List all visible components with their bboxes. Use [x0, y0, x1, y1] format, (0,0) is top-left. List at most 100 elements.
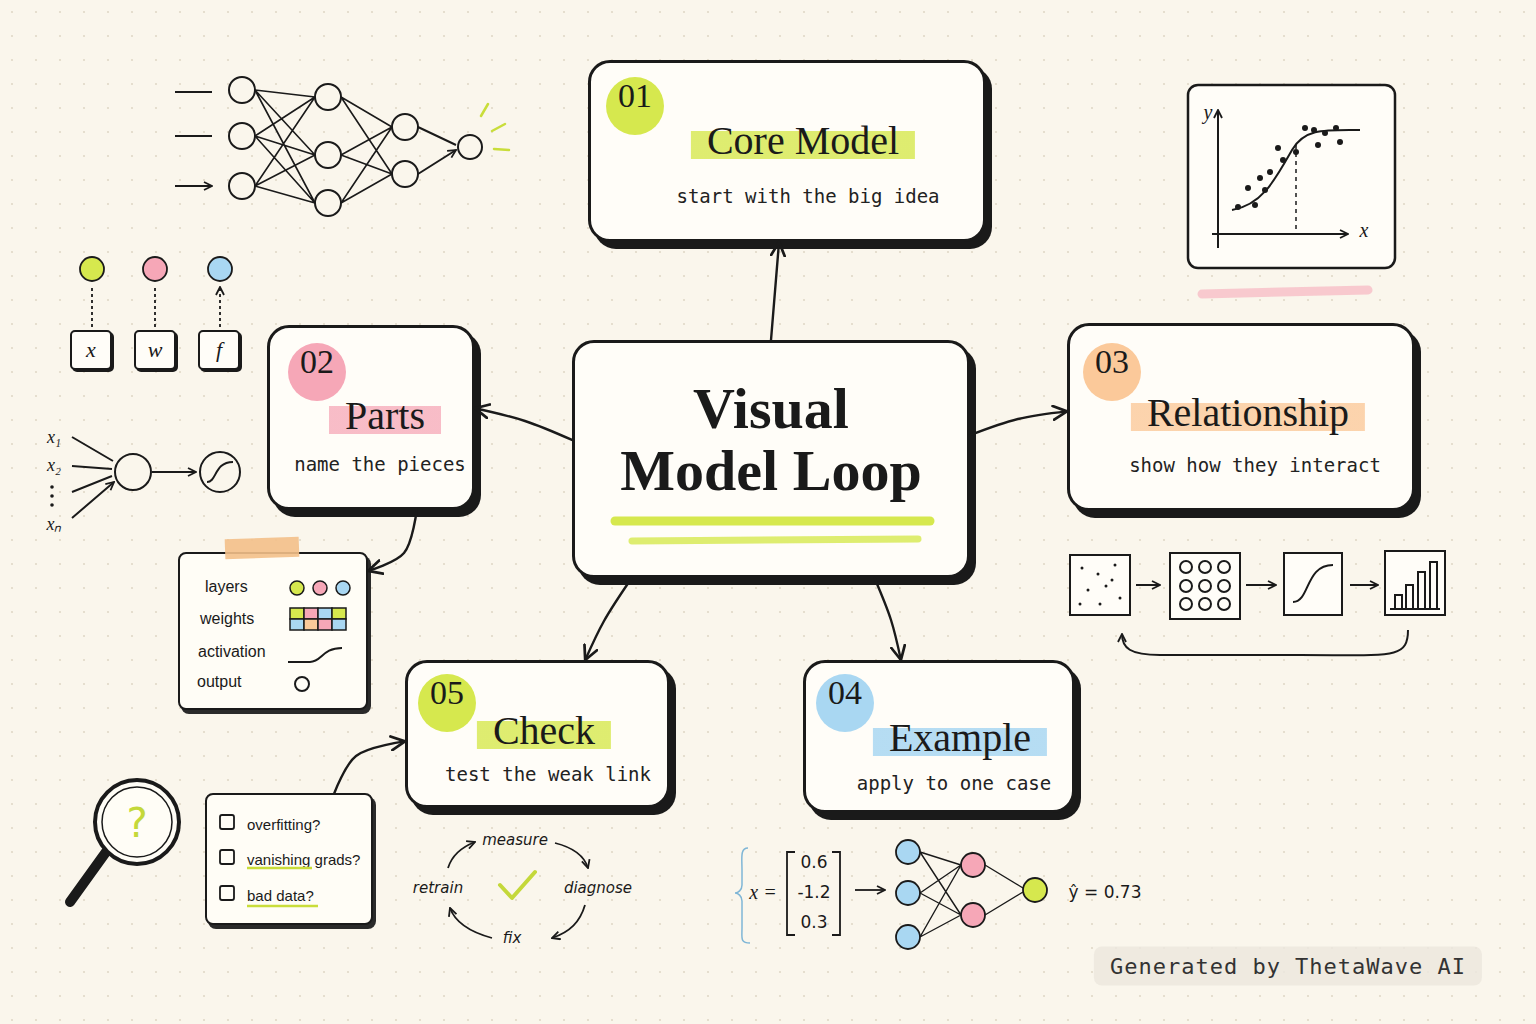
example-illustration: [961, 853, 985, 877]
neural-net-illustration: [392, 114, 418, 140]
example-illustration: [735, 848, 750, 943]
sigmoid-plot: [1235, 125, 1343, 210]
sigmoid-plot: [1302, 125, 1308, 131]
sigmoid-plot: [1333, 125, 1339, 131]
pipeline-illustration: [1199, 598, 1211, 610]
checklist-item: bad data?: [247, 887, 314, 904]
pipeline-illustration: [1136, 584, 1160, 586]
pipeline-illustration: [1119, 597, 1122, 600]
variable-outputs: [208, 257, 232, 281]
connector-arrow: [334, 741, 405, 793]
example-illustration: [896, 840, 920, 864]
step-box: 01Core Model start with the big idea: [588, 60, 986, 242]
prediction-value: ŷ = 0.73: [1069, 882, 1142, 902]
pipeline-illustration: [1180, 580, 1192, 592]
pipeline-illustration: [1218, 598, 1230, 610]
pipeline-illustration: [1114, 564, 1117, 567]
cycle-step: measure: [482, 831, 548, 849]
step-box: 04Exampleapply to one case: [803, 660, 1075, 813]
sigmoid-plot: [1315, 142, 1321, 148]
pipeline-illustration: [1122, 630, 1408, 655]
sigmoid-plot: [1275, 145, 1281, 151]
input-label: x₂: [47, 455, 61, 476]
sigmoid-plot: [1280, 157, 1286, 163]
neural-net-illustration: [175, 92, 212, 186]
connector-arrow: [771, 242, 779, 340]
step-subtitle: test the weak link: [445, 763, 651, 785]
step-subtitle: apply to one case: [857, 772, 1051, 794]
sigmoid-plot: [1188, 85, 1395, 294]
variable-outputs: [80, 257, 104, 281]
magnifier-icon: [95, 780, 179, 864]
sigmoid-plot: [1337, 139, 1343, 145]
pipeline-illustration: [1180, 561, 1192, 573]
connector-arrow: [475, 408, 572, 440]
checklist-item: overfitting?: [247, 816, 320, 833]
pipeline-illustration: [1070, 551, 1445, 655]
legend-item: layers: [205, 578, 248, 596]
pipeline-illustration: [1079, 564, 1122, 606]
step-number: 05: [418, 674, 476, 732]
pipeline-illustration: [1070, 555, 1130, 615]
pipeline-illustration: [1180, 598, 1192, 610]
neural-net-illustration: [229, 173, 255, 199]
pipeline-illustration: [1097, 573, 1100, 576]
vector-value: 0.3: [800, 912, 827, 932]
example-illustration: [735, 840, 1047, 949]
sigmoid-plot: [1235, 204, 1241, 210]
example-illustration: [832, 852, 840, 935]
example-illustration: [896, 925, 920, 949]
axis-label: y: [1204, 101, 1213, 124]
pipeline-illustration: [1081, 567, 1084, 570]
cycle-step: retrain: [413, 879, 463, 897]
neural-net-illustration: [229, 123, 255, 149]
variable-box: w: [134, 330, 176, 370]
pipeline-illustration: [1418, 572, 1425, 609]
vector-value: -1.2: [797, 882, 830, 902]
question-mark: ?: [126, 800, 147, 846]
neuron-illustration: [50, 494, 54, 498]
variable-outputs: [92, 287, 220, 327]
neural-net-illustration: [315, 142, 341, 168]
cycle-arrows: [555, 843, 588, 868]
hub-box: Visual Model Loop: [572, 340, 970, 578]
sigmoid-plot: [1188, 85, 1395, 268]
pipeline-illustration: [1406, 585, 1413, 609]
neuron-illustration: [72, 437, 114, 518]
vector-value: 0.6: [800, 852, 827, 872]
sigmoid-plot: [1262, 187, 1268, 193]
variable-box: x: [70, 330, 112, 370]
example-illustration: [855, 889, 885, 891]
axis-label: x: [1360, 219, 1369, 242]
pipeline-illustration: [1199, 580, 1211, 592]
pipeline-illustration: [1170, 553, 1240, 619]
sigmoid-plot: [1322, 130, 1328, 136]
step-box: 03Relationshipshow how they interact: [1067, 323, 1415, 511]
cycle-arrows: [552, 905, 585, 938]
connector-arrow: [970, 411, 1067, 435]
legend-item: weights: [200, 610, 254, 628]
example-illustration: [961, 903, 985, 927]
pipeline-illustration: [1350, 584, 1378, 586]
step-title: Parts: [329, 392, 441, 440]
neural-net-illustration: [175, 77, 509, 216]
sigmoid-plot: [1245, 185, 1251, 191]
neural-net-illustration: [481, 104, 509, 150]
pipeline-illustration: [1111, 579, 1114, 582]
neural-net-illustration: [315, 190, 341, 216]
step-title: Core Model: [691, 117, 915, 165]
step-title: Example: [873, 714, 1047, 762]
neural-net-illustration: [229, 77, 255, 103]
step-subtitle: show how they interact: [1129, 454, 1381, 476]
step-subtitle: start with the big idea: [676, 185, 939, 207]
step-number: 01: [606, 77, 664, 135]
sigmoid-plot: [1252, 202, 1258, 208]
neuron-illustration: [115, 454, 151, 490]
input-label: xₙ: [47, 511, 62, 535]
variable-name: w: [148, 337, 163, 363]
cycle-step: fix: [503, 929, 522, 947]
neural-net-illustration: [341, 97, 392, 203]
neuron-illustration: [207, 462, 233, 482]
neural-net-illustration: [392, 161, 418, 187]
magnifier-icon: [102, 787, 172, 857]
